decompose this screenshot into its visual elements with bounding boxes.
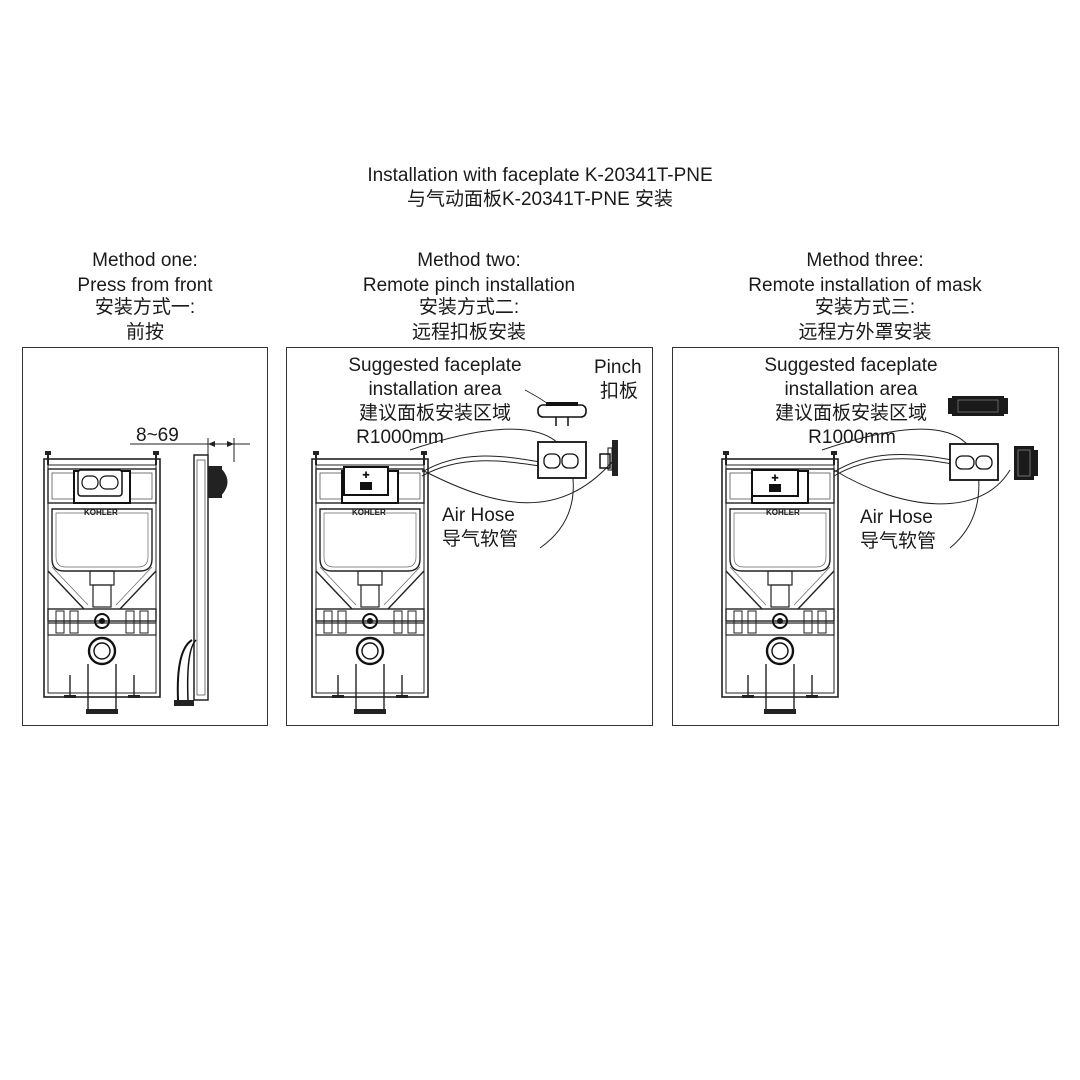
method-three-subtitle-cn: 远程方外罩安装 bbox=[798, 322, 932, 343]
brand-logo-one: KOHLER bbox=[84, 508, 118, 517]
method-three-panel bbox=[672, 347, 1059, 726]
frame-side-view bbox=[193, 454, 209, 701]
hose-label-three-cn: 导气软管 bbox=[860, 531, 937, 552]
area-label-three-cn: 建议面板安装区域 bbox=[774, 403, 927, 424]
method-two-subtitle-cn: 远程扣板安装 bbox=[411, 322, 526, 343]
side-faceplate bbox=[208, 466, 222, 498]
svg-text:✚: ✚ bbox=[362, 471, 370, 481]
method-one-subtitle-en: Press from front bbox=[77, 275, 213, 296]
method-one-panel bbox=[22, 347, 268, 726]
radius-label-three: R1000mm bbox=[808, 427, 896, 448]
area-label-en-1: Suggested faceplate bbox=[348, 355, 522, 376]
method-one-title-en: Method one: bbox=[92, 250, 198, 271]
radius-label: R1000mm bbox=[356, 427, 444, 448]
method-three-subtitle-en: Remote installation of mask bbox=[748, 275, 982, 296]
method-two-panel bbox=[286, 347, 653, 726]
air-hose-three bbox=[833, 453, 953, 473]
hose-label-three-en: Air Hose bbox=[860, 507, 933, 528]
area-label-cn: 建议面板安装区域 bbox=[358, 403, 511, 424]
faceplate-top-view bbox=[537, 404, 587, 418]
pinch-label-en: Pinch bbox=[594, 357, 642, 378]
method-three-title-en: Method three: bbox=[806, 250, 924, 271]
air-hose bbox=[421, 455, 541, 473]
mask-side-view bbox=[1014, 446, 1034, 480]
method-two-title-en: Method two: bbox=[417, 250, 521, 271]
diagram-title-cn: 与气动面板K-20341T-PNE 安装 bbox=[406, 189, 674, 210]
method-two-title-cn: 安装方式二: bbox=[418, 297, 520, 318]
diagram-title-en: Installation with faceplate K-20341T-PNE bbox=[367, 165, 713, 186]
mask-top-view bbox=[952, 396, 1004, 416]
hose-label-cn: 导气软管 bbox=[442, 529, 519, 550]
hose-label-en: Air Hose bbox=[442, 505, 515, 526]
brand-logo-two: KOHLER bbox=[352, 508, 386, 517]
area-label-en-2: installation area bbox=[368, 379, 502, 400]
area-label-three-en-2: installation area bbox=[784, 379, 918, 400]
brand-logo-three: KOHLER bbox=[766, 508, 800, 517]
pinch-label-cn: 扣板 bbox=[600, 381, 639, 402]
method-three-title-cn: 安装方式三: bbox=[814, 297, 916, 318]
method-one-title-cn: 安装方式一: bbox=[94, 297, 196, 318]
dimension-label: 8~69 bbox=[136, 425, 179, 446]
method-one-subtitle-cn: 前按 bbox=[125, 322, 164, 343]
method-two-subtitle-en: Remote pinch installation bbox=[362, 275, 576, 296]
svg-text:✚: ✚ bbox=[771, 474, 779, 484]
pinch-plate bbox=[599, 453, 611, 469]
area-label-three-en-1: Suggested faceplate bbox=[764, 355, 938, 376]
